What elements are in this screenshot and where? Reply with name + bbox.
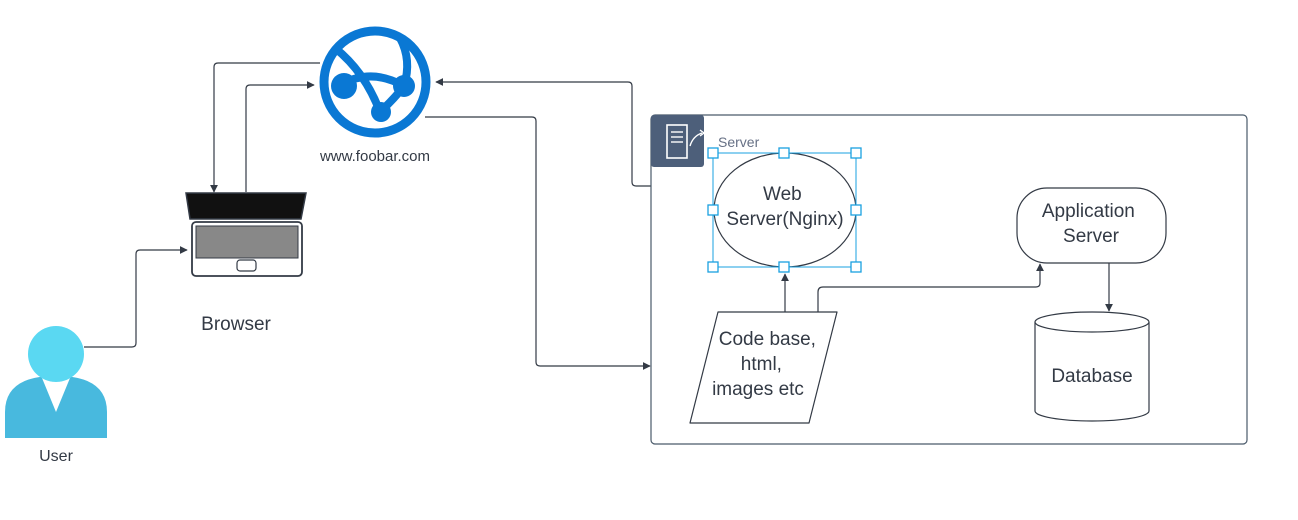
- globe-icon[interactable]: [319, 26, 431, 138]
- selection-handle[interactable]: [707, 261, 719, 273]
- laptop-icon[interactable]: [185, 192, 307, 277]
- selection-frame: [707, 147, 862, 273]
- website-label: www.foobar.com: [319, 148, 430, 165]
- selection-handle[interactable]: [707, 147, 719, 159]
- user-icon[interactable]: [5, 326, 107, 438]
- app-server-node[interactable]: [1016, 187, 1167, 264]
- code-base-node[interactable]: [689, 311, 838, 424]
- connector-website-browser[interactable]: [210, 62, 320, 193]
- code-base-label-line3: images etc: [712, 379, 804, 400]
- app-server-label: Application Server: [1042, 201, 1140, 247]
- browser-label: Browser: [201, 314, 271, 335]
- connector-server-website[interactable]: [435, 78, 651, 187]
- server-container[interactable]: [650, 114, 1248, 445]
- code-base-label-line1: Code base,: [719, 329, 816, 350]
- web-server-label-line1: Web: [763, 184, 802, 205]
- web-server-label-line2: Server(Nginx): [726, 209, 843, 230]
- connector-browser-website[interactable]: [245, 81, 315, 192]
- selection-handle[interactable]: [850, 261, 862, 273]
- selection-handle[interactable]: [707, 204, 719, 216]
- database-node[interactable]: [1034, 311, 1150, 422]
- selection-handle[interactable]: [778, 261, 790, 273]
- selection-handle[interactable]: [778, 147, 790, 159]
- connector-user-browser[interactable]: [84, 246, 188, 348]
- web-server-label: Web Server(Nginx): [726, 184, 843, 230]
- user-label: User: [39, 448, 73, 465]
- connector-code-appserver[interactable]: [817, 263, 1044, 312]
- code-base-label-line2: html,: [741, 354, 782, 375]
- connector-website-server[interactable]: [425, 116, 651, 370]
- selection-handle[interactable]: [850, 147, 862, 159]
- server-icon: [651, 115, 706, 167]
- selection-handle[interactable]: [850, 204, 862, 216]
- app-server-label-line1: Application: [1042, 201, 1135, 222]
- code-base-label: Code base, html, images etc: [712, 329, 821, 400]
- server-container-label: Server: [718, 134, 760, 150]
- database-label: Database: [1051, 366, 1132, 387]
- app-server-label-line2: Server: [1063, 226, 1120, 247]
